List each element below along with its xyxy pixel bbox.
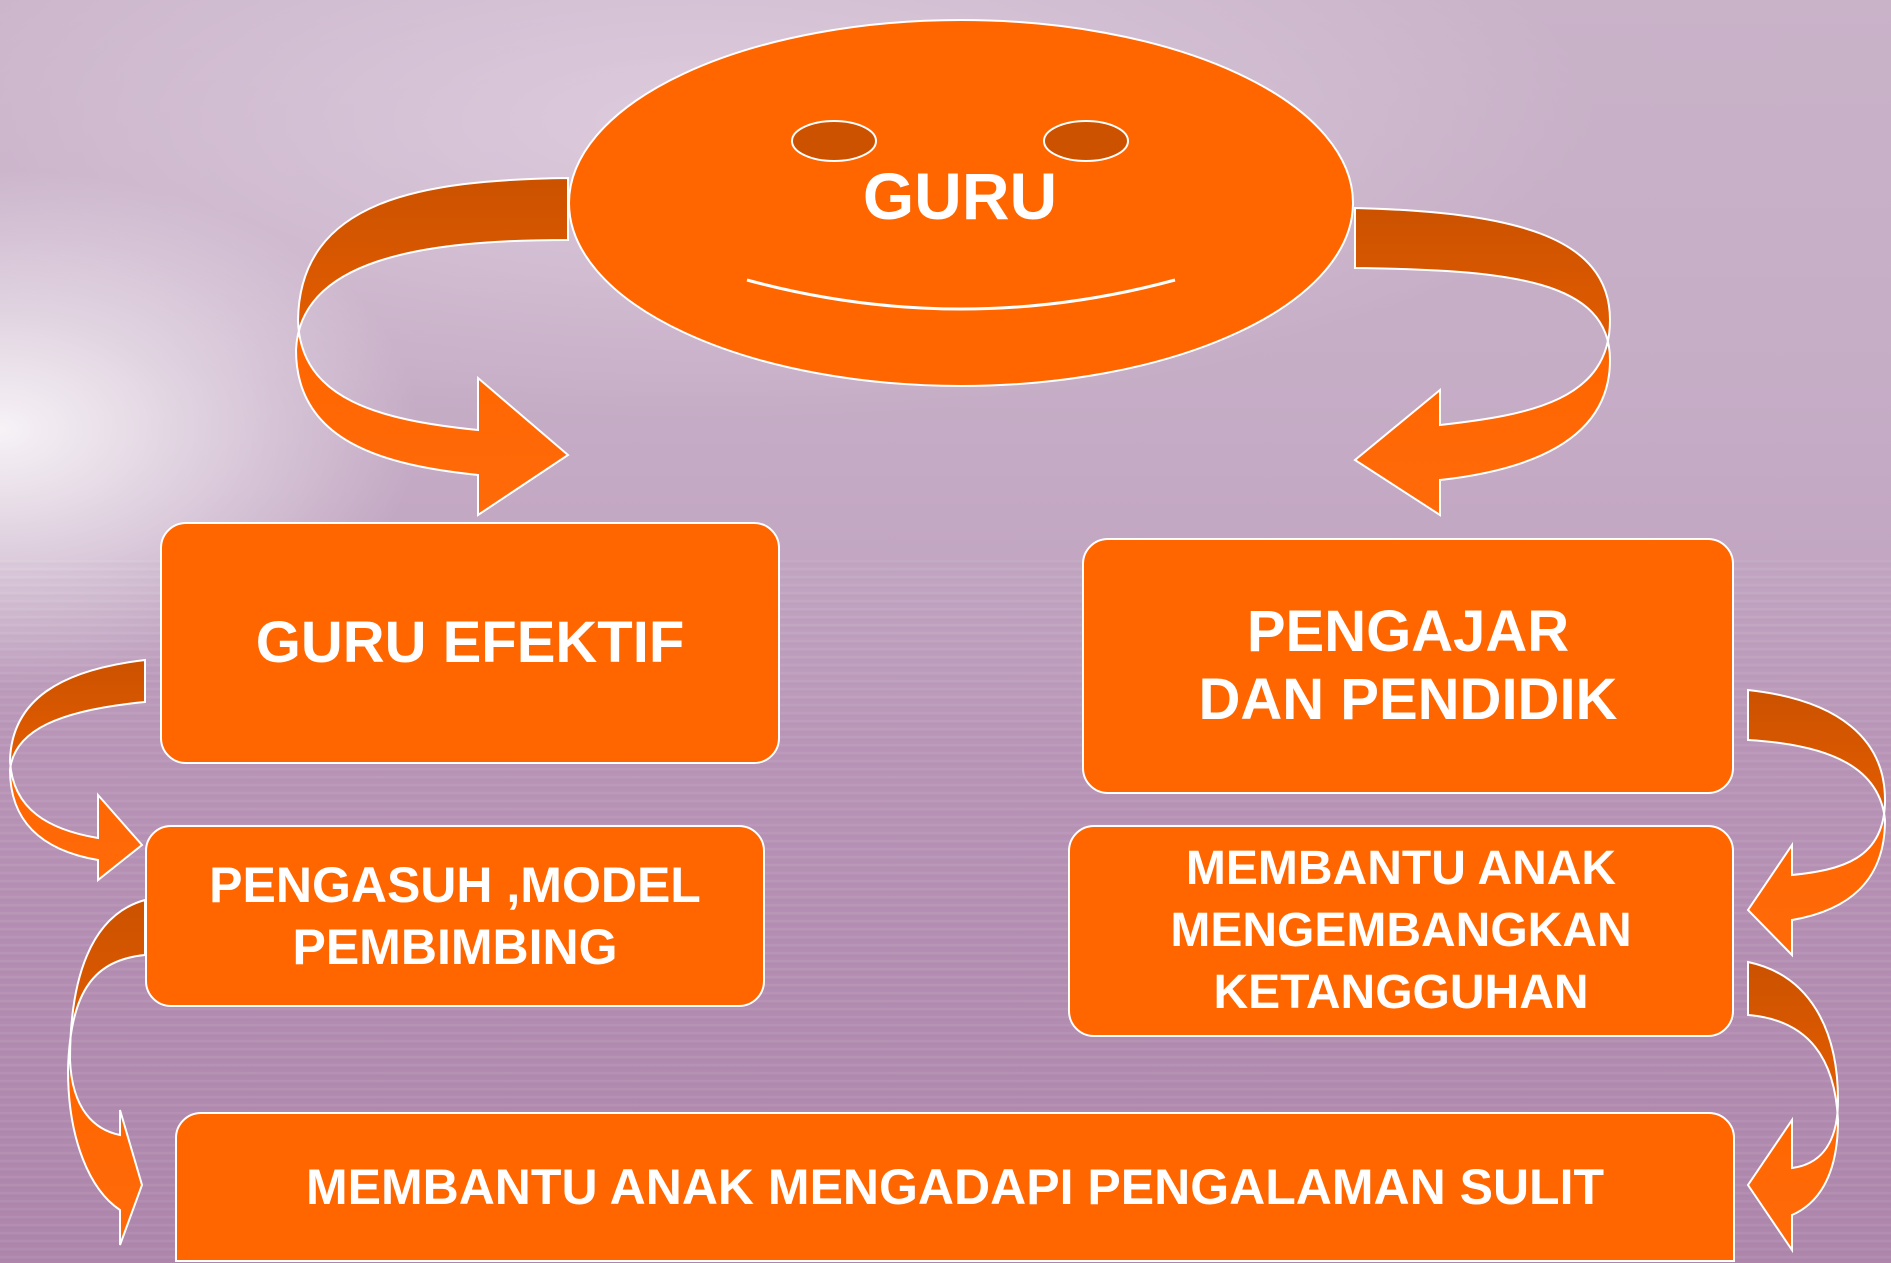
curved-arrow-guru-to-efektif <box>294 176 570 517</box>
pengasuh-label: PENGASUH ,MODEL PEMBIMBING <box>209 857 701 975</box>
curved-arrow-efektif-to-pengasuh <box>8 658 146 883</box>
left-eye-icon <box>791 120 877 162</box>
face-ellipse <box>568 19 1354 387</box>
right-eye-icon <box>1043 120 1129 162</box>
guru-efektif-label: GURU EFEKTIF <box>255 610 685 675</box>
guru-efektif-node: GURU EFEKTIF <box>160 522 780 764</box>
membantu-ketangguhan-node: MEMBANTU ANAK MENGEMBANGKAN KETANGGUHAN <box>1068 825 1734 1037</box>
membantu-pengalaman-node: MEMBANTU ANAK MENGADAPI PENGALAMAN SULIT <box>175 1112 1735 1262</box>
curved-arrow-pengajar-to-membantu <box>1746 688 1887 958</box>
curved-arrow-membantu-to-bottom <box>1746 960 1840 1254</box>
membantu-ketangguhan-label: MEMBANTU ANAK MENGEMBANGKAN KETANGGUHAN <box>1170 842 1632 1019</box>
pengajar-node: PENGAJAR DAN PENDIDIK <box>1082 538 1734 794</box>
guru-face-node <box>568 19 1354 387</box>
smile-icon <box>746 278 1176 311</box>
curved-arrow-pengasuh-to-bottom <box>66 898 146 1246</box>
pengasuh-node: PENGASUH ,MODEL PEMBIMBING <box>145 825 765 1007</box>
curved-arrow-guru-to-pengajar <box>1353 206 1612 517</box>
membantu-pengalaman-label: MEMBANTU ANAK MENGADAPI PENGALAMAN SULIT <box>305 1159 1605 1215</box>
pengajar-label: PENGAJAR DAN PENDIDIK <box>1198 599 1618 732</box>
guru-title: GURU <box>862 159 1058 233</box>
